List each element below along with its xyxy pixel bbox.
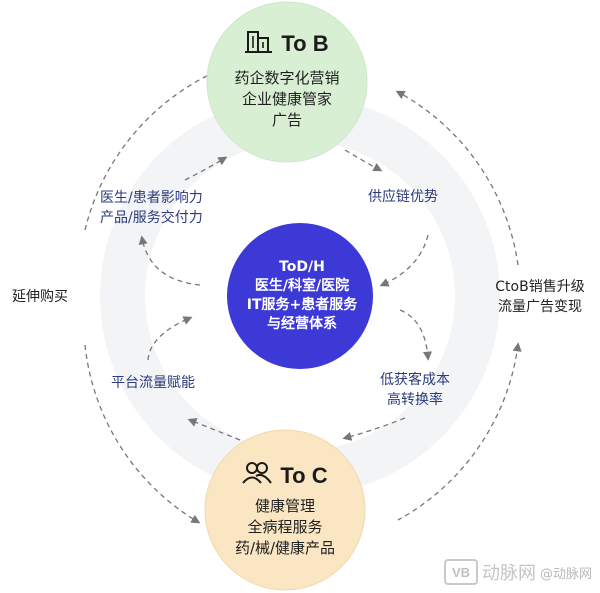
label-low-cost: 低获客成本 高转换率 xyxy=(372,370,458,410)
watermark-brand: 动脉网 xyxy=(481,563,536,584)
arrow-tob-to-supply xyxy=(344,149,383,172)
arrow-center-to-influence xyxy=(138,235,201,286)
building-icon xyxy=(245,28,273,60)
top-node-title-row: To B xyxy=(207,28,367,60)
label-line: 流量广告变现 xyxy=(498,299,582,315)
top-node-circle xyxy=(206,1,368,163)
bottom-node-title-row: To C xyxy=(205,461,365,491)
label-line: 医生/患者影响力 xyxy=(100,190,203,206)
top-node-line: 广告 xyxy=(271,111,302,129)
people-icon xyxy=(242,461,273,491)
label-line: CtoB销售升级 xyxy=(495,279,585,295)
outer-arc-left-up xyxy=(84,70,218,231)
label-line: 低获客成本 xyxy=(380,372,450,388)
watermark-caption: @动脉网 xyxy=(539,566,592,582)
watermark: VB 动脉网 @动脉网 xyxy=(443,559,592,585)
arrow-lowcost-to-toc xyxy=(342,417,406,441)
center-node-circle xyxy=(227,223,373,369)
arrow-influence-to-tob xyxy=(184,156,228,181)
outer-arc-right-down xyxy=(397,342,522,521)
label-line: 产品/服务交付力 xyxy=(100,210,203,226)
label-platform-traffic: 平台流量赋能 xyxy=(111,373,195,393)
center-node-line: IT服务+患者服务 xyxy=(246,297,358,313)
watermark-logo-badge: VB xyxy=(443,559,478,585)
bottom-node-line: 健康管理 xyxy=(254,497,315,515)
label-line: 平台流量赋能 xyxy=(111,375,195,391)
arrow-toc-to-platform xyxy=(187,418,241,441)
center-node-line: 与经营体系 xyxy=(267,316,337,332)
label-line: 延伸购买 xyxy=(12,289,68,305)
top-node-body: 药企数字化营销 企业健康管家 广告 xyxy=(212,68,362,131)
bottom-node-line: 全病程服务 xyxy=(247,518,323,536)
arrow-supply-to-center xyxy=(379,234,429,287)
label-ctob: CtoB销售升级 流量广告变现 xyxy=(490,277,590,317)
bottom-node-line: 药/械/健康产品 xyxy=(234,539,336,557)
bottom-node-circle xyxy=(204,429,366,591)
label-extended-purchase: 延伸购买 xyxy=(12,287,68,307)
label-line: 供应链优势 xyxy=(368,189,438,205)
outer-arc-right-up xyxy=(395,90,519,266)
top-node-line: 企业健康管家 xyxy=(241,90,332,108)
arrow-platform-to-center xyxy=(147,316,193,361)
outer-arc-left-down xyxy=(84,344,201,524)
bottom-node-body: 健康管理 全病程服务 药/械/健康产品 xyxy=(210,496,360,559)
arrow-center-to-lowcost xyxy=(399,309,433,361)
center-node-line: ToD/H xyxy=(279,259,325,275)
label-line: 高转换率 xyxy=(387,392,443,408)
label-supply-chain: 供应链优势 xyxy=(368,187,438,207)
center-node-body: ToD/H 医生/科室/医院 IT服务+患者服务 与经营体系 xyxy=(222,258,382,334)
bottom-node-title: To C xyxy=(280,463,328,488)
label-influence: 医生/患者影响力 产品/服务交付力 xyxy=(100,188,203,228)
top-node-line: 药企数字化营销 xyxy=(234,69,340,87)
top-node-title: To B xyxy=(281,31,329,56)
center-node-line: 医生/科室/医院 xyxy=(254,278,350,294)
